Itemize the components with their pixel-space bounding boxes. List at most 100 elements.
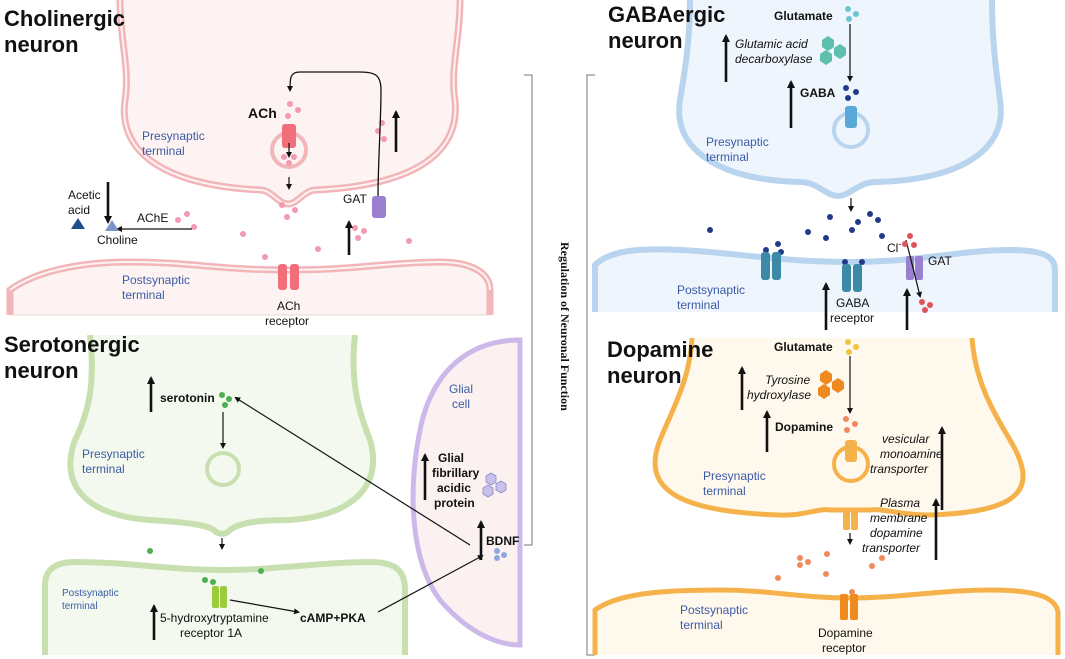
chloride-molecules xyxy=(902,233,933,313)
serotonergic-panel: Serotonergic neuron Presynaptic terminal… xyxy=(4,332,523,655)
ache-label: AChE xyxy=(137,211,168,225)
vmat-transporter xyxy=(845,440,857,462)
dopamine-receptor-label-line2: receptor xyxy=(822,641,866,655)
ach-recycle-arrow xyxy=(287,71,382,197)
dopamine-presynaptic-membrane xyxy=(652,337,1026,518)
chloride-label: Cl- xyxy=(887,239,901,255)
acetic-acid-label-line1: Acetic xyxy=(68,188,101,202)
gaba-receptor-label-line2: receptor xyxy=(830,311,874,325)
gabaergic-panel: GABAergic neuron Glutamate Glutamic acid… xyxy=(592,0,1058,330)
choline-label: Choline xyxy=(97,233,138,247)
dopamine-postsynaptic-label-line1: Postsynaptic xyxy=(680,603,748,617)
th-enzyme-icon xyxy=(818,370,844,399)
camp-to-bdnf-arrow xyxy=(377,555,484,613)
gfap-hexagon-icon xyxy=(482,472,507,498)
gad-enzyme-icon xyxy=(820,36,846,65)
cholinergic-postsynaptic-label-line1: Postsynaptic xyxy=(122,273,190,287)
acetic-acid-icon xyxy=(71,218,85,229)
camp-pka-label: cAMP+PKA xyxy=(300,611,366,625)
ach-label: ACh xyxy=(248,105,277,121)
dopamine-panel: Dopamine neuron Glutamate Tyrosine hydro… xyxy=(592,337,1061,655)
center-bracket: Regulation of Neuronal Function xyxy=(524,74,595,656)
gabaergic-title-line1: GABAergic xyxy=(608,2,725,27)
ach-receptor-icon xyxy=(278,264,299,290)
choline-icon xyxy=(105,220,119,231)
ach-molecules xyxy=(175,101,412,260)
vmat-label-line1: vesicular xyxy=(882,432,930,446)
dopamine-presynaptic-label-line1: Presynaptic xyxy=(703,469,766,483)
cholinergic-presynaptic-label-line2: terminal xyxy=(142,144,185,158)
ach-receptor-label-line2: receptor xyxy=(265,314,309,328)
glial-cell-label-line1: Glial xyxy=(449,382,473,396)
gaba-molecules xyxy=(707,85,885,265)
cholinergic-postsynaptic-label-line2: terminal xyxy=(122,288,165,302)
gfap-label-line4: protein xyxy=(434,496,475,510)
cholinergic-panel: Cholinergic neuron Presynaptic terminal … xyxy=(4,0,494,328)
gaba-glutamate-molecules xyxy=(845,6,859,22)
serotonergic-title-line2: neuron xyxy=(4,358,79,383)
cholinergic-title-line2: neuron xyxy=(4,32,79,57)
cholinergic-title-line1: Cholinergic xyxy=(4,6,125,31)
dat-label-line3: dopamine xyxy=(870,526,923,540)
vmat-label-line3: transporter xyxy=(870,462,929,476)
dopamine-title-line1: Dopamine xyxy=(607,337,713,362)
gad-label-line1: Glutamic acid xyxy=(735,37,808,51)
5ht1a-receptor-label-line1: 5-hydroxytryptamine xyxy=(160,611,269,625)
dat-transporter xyxy=(843,508,858,530)
th-label-line1: Tyrosine xyxy=(765,373,810,387)
th-label-line2: hydroxylase xyxy=(747,388,811,402)
gad-label-line2: decarboxylase xyxy=(735,52,813,66)
gabaergic-title-line2: neuron xyxy=(608,28,683,53)
gat-transport-arrow xyxy=(905,239,922,298)
gaba-label: GABA xyxy=(800,86,836,100)
gfap-label-line3: acidic xyxy=(437,481,471,495)
acetic-acid-label-line2: acid xyxy=(68,203,90,217)
serotonergic-title-line1: Serotonergic xyxy=(4,332,140,357)
gabaergic-presynaptic-label-line2: terminal xyxy=(706,150,749,164)
dopamine-postsynaptic-membrane xyxy=(592,587,1061,655)
serotonergic-presynaptic-membrane xyxy=(67,334,377,537)
gfap-label-line2: fibrillary xyxy=(432,466,480,480)
gabaergic-presynaptic-membrane xyxy=(676,0,1004,200)
gabaergic-gat-label: GAT xyxy=(928,254,952,268)
cholinergic-vesicle-transporter xyxy=(282,124,296,148)
bdnf-to-serotonin-arrow xyxy=(234,396,471,546)
serotonergic-vesicle xyxy=(205,451,241,487)
gabaergic-postsynaptic-label-line2: terminal xyxy=(677,298,720,312)
vmat-label-line2: monoamine xyxy=(880,447,943,461)
dat-label-line2: membrane xyxy=(870,511,928,525)
dopamine-title-line2: neuron xyxy=(607,363,682,388)
cholinergic-presynaptic-label-line1: Presynaptic xyxy=(142,129,205,143)
dopamine-receptor-icon xyxy=(840,594,858,620)
5ht1a-receptor-label-line2: receptor 1A xyxy=(180,626,242,640)
5ht1a-receptor-icon xyxy=(212,586,227,608)
serotonergic-postsynaptic-label-line1: Postsynaptic xyxy=(62,588,119,599)
ach-receptor-label-line1: ACh xyxy=(277,299,300,313)
glial-cell-label-line2: cell xyxy=(452,397,470,411)
serotonergic-postsynaptic-label-line2: terminal xyxy=(62,601,98,612)
center-regulation-label: Regulation of Neuronal Function xyxy=(558,242,572,411)
bdnf-molecules xyxy=(494,548,507,561)
gaba-glutamate-label: Glutamate xyxy=(774,9,833,23)
dopamine-receptor-label-line1: Dopamine xyxy=(818,626,873,640)
dat-label-line4: transporter xyxy=(862,541,921,555)
gfap-label-line1: Glial xyxy=(438,451,464,465)
dopamine-presynaptic-label-line2: terminal xyxy=(703,484,746,498)
serotonergic-postsynaptic-membrane xyxy=(42,558,408,655)
gabaergic-vesicle-transporter xyxy=(845,106,857,128)
dopamine-label: Dopamine xyxy=(775,420,833,434)
cholinergic-gat-label: GAT xyxy=(343,192,367,206)
dopamine-glutamate-label: Glutamate xyxy=(774,340,833,354)
dat-label-line1: Plasma xyxy=(880,496,920,510)
gaba-receptor-label-line1: GABA xyxy=(836,296,869,310)
serotonergic-presynaptic-label-line1: Presynaptic xyxy=(82,447,145,461)
cholinergic-gat-transporter xyxy=(372,196,386,218)
serotonin-label: serotonin xyxy=(160,391,215,405)
gabaergic-postsynaptic-label-line1: Postsynaptic xyxy=(677,283,745,297)
bdnf-label: BDNF xyxy=(486,534,519,548)
gabaergic-presynaptic-label-line1: Presynaptic xyxy=(706,135,769,149)
serotonergic-presynaptic-label-line2: terminal xyxy=(82,462,125,476)
receptor-to-camp-arrow xyxy=(229,599,300,615)
gaba-receptor-icon xyxy=(842,264,862,292)
